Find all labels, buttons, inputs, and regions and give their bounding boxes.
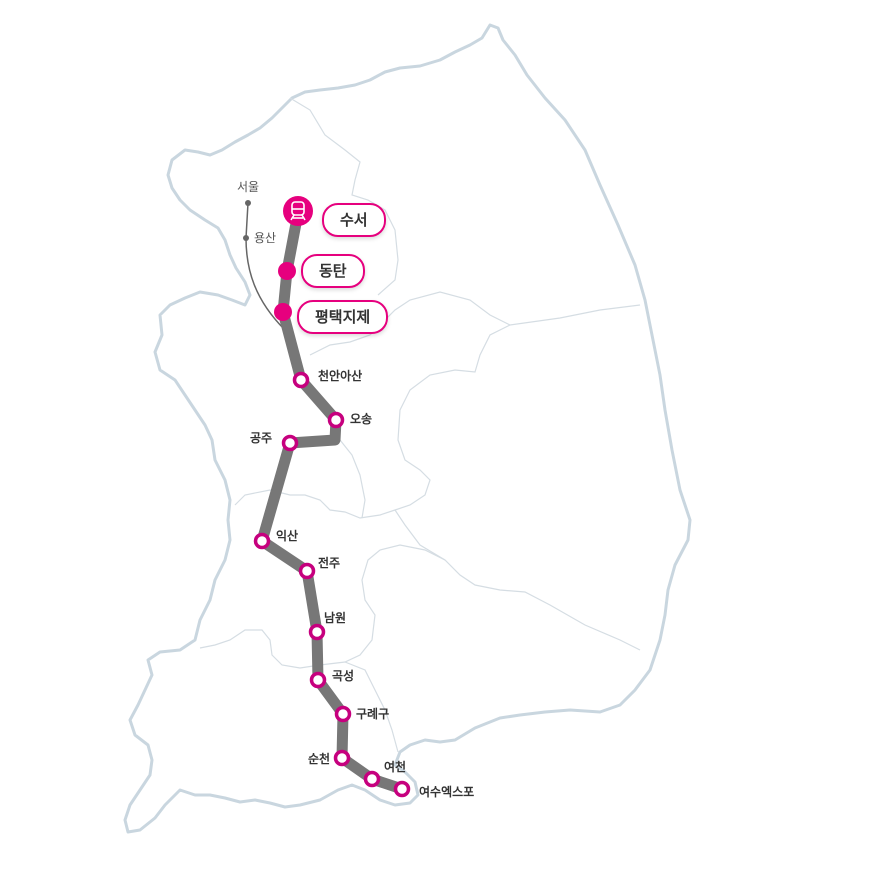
station-label-iksan: 익산 — [276, 528, 298, 543]
region-boundaries — [199, 97, 641, 753]
station-dot-guryegu — [334, 705, 352, 723]
station-dot-suncheon — [333, 749, 351, 767]
station-label-suncheon: 순천 — [308, 751, 330, 766]
station-dot-yeocheon — [363, 770, 381, 788]
station-pill-suseo: 수서 — [322, 203, 386, 237]
station-label-gokseong: 곡성 — [332, 669, 354, 683]
station-label-cheonan-asan: 천안아산 — [318, 368, 362, 383]
seoul-dot — [245, 200, 251, 206]
station-dot-osong — [327, 411, 345, 429]
station-dot-jeonju — [298, 562, 316, 580]
yongsan-dot — [243, 235, 249, 241]
station-label-namwon: 남원 — [324, 610, 346, 625]
stations — [253, 371, 411, 798]
korea-outline — [123, 23, 692, 834]
station-label-jeonju: 전주 — [318, 555, 340, 570]
station-dot-yeosu-expo — [393, 780, 411, 798]
station-label-yongsan: 용산 — [254, 231, 276, 245]
highlight-stations — [274, 196, 313, 321]
station-dot-suseo — [283, 196, 313, 226]
station-dot-dongtan — [278, 262, 296, 280]
station-dot-pyeongtaek-jije — [274, 303, 292, 321]
station-pill-pyeongtaek-jije: 평택지제 — [297, 300, 389, 334]
station-label-seoul: 서울 — [237, 180, 259, 194]
other-line: 서울 용산 — [237, 180, 286, 331]
station-label-yeosu-expo: 여수엑스포 — [419, 784, 474, 799]
station-labels: 천안아산 오송 공주 익산 전주 남원 곡성 구례구 순천 여천 여수엑스포 — [250, 368, 474, 799]
station-dot-gokseong — [309, 671, 327, 689]
station-label-guryegu: 구례구 — [356, 706, 389, 721]
station-dot-gongju — [281, 434, 299, 452]
station-label-gongju: 공주 — [250, 431, 272, 445]
train-icon — [290, 201, 306, 221]
station-label-osong: 오송 — [350, 412, 372, 426]
station-dot-cheonan-asan — [292, 371, 310, 389]
station-dot-namwon — [308, 623, 326, 641]
station-dot-iksan — [253, 532, 271, 550]
station-label-yeocheon: 여천 — [384, 759, 406, 774]
station-pill-dongtan: 동탄 — [301, 254, 365, 288]
